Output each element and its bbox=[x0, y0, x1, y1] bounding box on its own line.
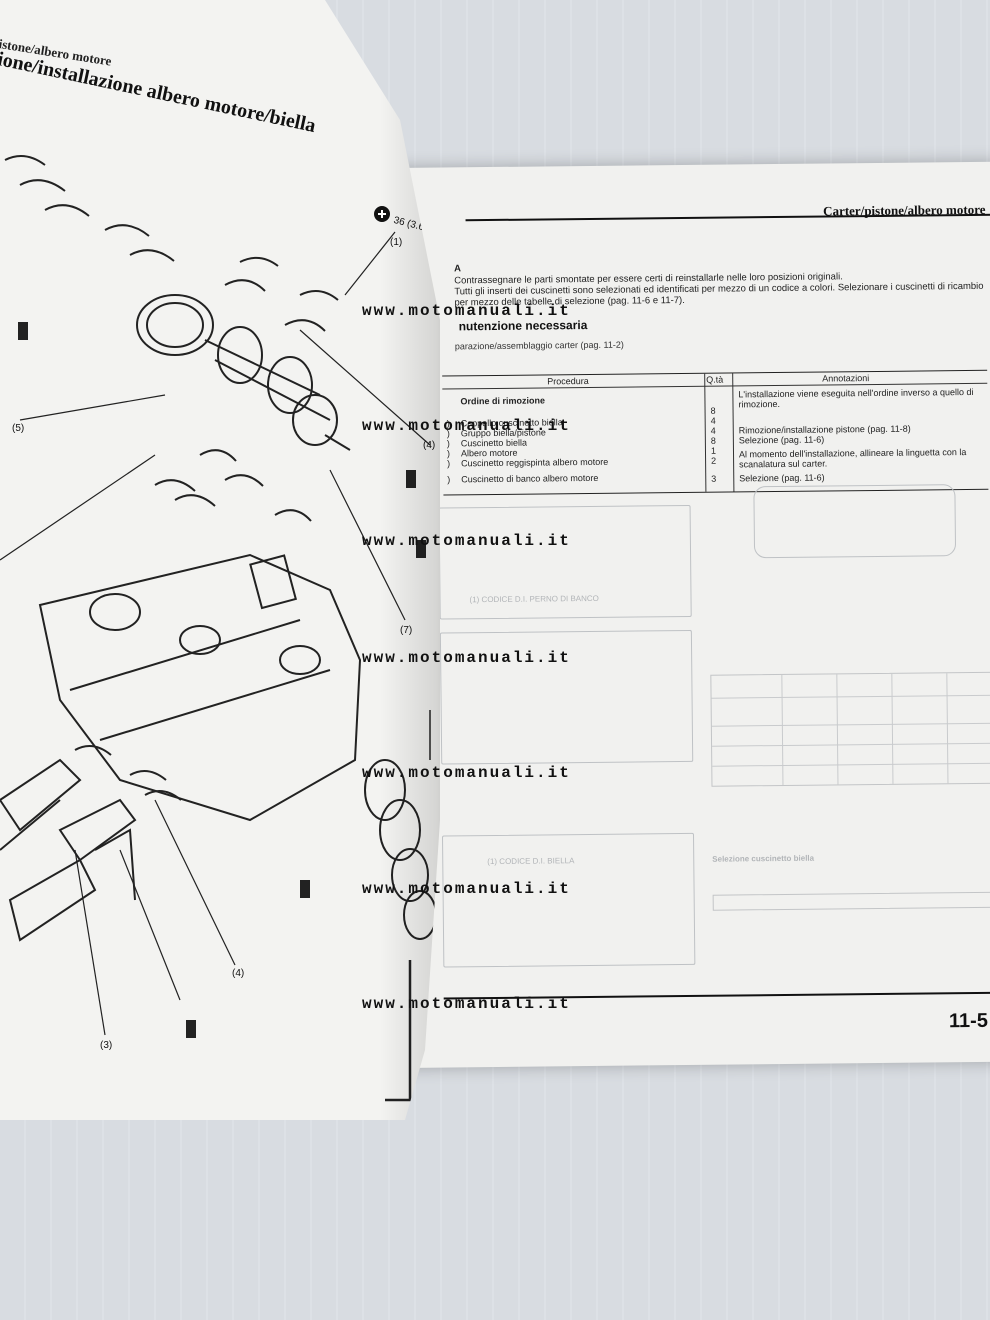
exploded-view-drawing bbox=[0, 155, 437, 1102]
ghost-caption: (1) CODICE D.I. BIELLA bbox=[487, 856, 575, 867]
piston bbox=[379, 799, 421, 861]
callout-label: (4) bbox=[232, 968, 245, 979]
watermark: www.motomanuali.it bbox=[362, 880, 571, 898]
watermark: www.motomanuali.it bbox=[362, 649, 571, 667]
table-row: Cuscinetto reggispinta albero motore bbox=[461, 456, 609, 469]
right-page: Carter/pistone/albero motore A Contrasse… bbox=[395, 161, 990, 1068]
bearing-shell bbox=[174, 494, 216, 507]
bearing-shell bbox=[74, 745, 112, 756]
bearing-shell bbox=[104, 224, 150, 237]
callout-label: (1) bbox=[390, 237, 403, 248]
row-qty: 3 bbox=[711, 473, 717, 484]
oil-mark-icon bbox=[186, 1020, 196, 1038]
col-header-qty: Q.tà bbox=[706, 374, 724, 385]
ghost-heading: Selezione cuscinetto biella bbox=[712, 853, 815, 864]
faded-figure-box bbox=[441, 832, 696, 968]
connecting-rod bbox=[8, 858, 97, 942]
callout-label: (7) bbox=[400, 625, 413, 636]
crank-gear bbox=[136, 294, 214, 356]
bearing-shell bbox=[19, 179, 66, 192]
oil-mark-icon bbox=[416, 540, 426, 558]
group-title: Ordine di rimozione bbox=[460, 395, 546, 407]
bearing-shell bbox=[299, 290, 339, 301]
callout-label: (5) bbox=[12, 423, 25, 434]
note-cell: Selezione (pag. 11-6) bbox=[739, 472, 825, 484]
table-row: Cuscinetto biella bbox=[460, 437, 527, 449]
note-cell: Selezione (pag. 11-6) bbox=[738, 434, 825, 446]
piston bbox=[364, 759, 406, 821]
row-qty: 4 bbox=[710, 425, 716, 436]
page-number: 11-5 bbox=[948, 1009, 989, 1033]
row-qty: 8 bbox=[710, 435, 716, 446]
bearing-shell bbox=[284, 319, 326, 332]
row-qty: 8 bbox=[710, 405, 716, 416]
callout-label: (4) bbox=[423, 440, 436, 451]
row-mark: ) bbox=[447, 474, 451, 485]
connecting-rod bbox=[0, 758, 82, 832]
row-mark: ) bbox=[446, 438, 450, 449]
crankcase bbox=[38, 553, 362, 822]
table-row: Cuscinetto di banco albero motore bbox=[461, 472, 599, 485]
note-label: A bbox=[454, 263, 461, 275]
faded-shape bbox=[753, 484, 957, 559]
bearing-shell bbox=[224, 474, 264, 487]
watermark: www.motomanuali.it bbox=[362, 532, 571, 550]
bearing-shell bbox=[129, 770, 167, 781]
oil-mark-icon bbox=[18, 322, 28, 340]
watermark: www.motomanuali.it bbox=[362, 302, 571, 320]
connecting-rod bbox=[58, 798, 137, 862]
bearing-shell bbox=[4, 155, 46, 166]
row-mark: ) bbox=[446, 448, 451, 459]
bearing-shell bbox=[44, 204, 90, 217]
row-qty: 2 bbox=[711, 455, 717, 466]
section-title: nutenzione necessaria bbox=[458, 317, 588, 334]
note-cell: Al momento dell'installazione, allineare… bbox=[738, 447, 967, 470]
crankshaft-body bbox=[204, 339, 331, 421]
bearing-shell bbox=[154, 479, 196, 492]
bearing-shell bbox=[224, 279, 266, 292]
piston bbox=[403, 890, 437, 940]
left-page: istone/albero motore ione/installazione … bbox=[0, 0, 440, 1120]
crank-end-gear bbox=[292, 394, 338, 446]
oil-mark-icon bbox=[406, 470, 416, 488]
row-qty: 1 bbox=[710, 445, 717, 456]
bearing-shell bbox=[129, 249, 175, 262]
table-row: Albero motore bbox=[460, 447, 518, 459]
col-header-procedura: Procedura bbox=[547, 375, 589, 387]
bearing-shell bbox=[144, 790, 182, 801]
row-mark: ) bbox=[447, 458, 451, 469]
faded-note-row bbox=[712, 891, 990, 911]
note-cell: L'installazione viene eseguita nell'ordi… bbox=[738, 386, 974, 410]
watermark: www.motomanuali.it bbox=[362, 995, 571, 1013]
callout-label: (3) bbox=[100, 1040, 113, 1051]
watermark: www.motomanuali.it bbox=[362, 417, 571, 435]
bearing-shell bbox=[199, 449, 237, 462]
ghost-caption: (1) CODICE D.I. PERNO DI BANCO bbox=[469, 593, 599, 605]
section-sub: parazione/assemblaggio carter (pag. 11-2… bbox=[454, 339, 624, 352]
row-qty: 4 bbox=[710, 415, 716, 426]
faded-selection-table bbox=[710, 671, 990, 787]
torque-wrench-icon bbox=[374, 206, 390, 222]
oil-mark-icon bbox=[300, 880, 310, 898]
bearing-shell bbox=[239, 256, 279, 267]
right-page-header: Carter/pistone/albero motore bbox=[823, 201, 986, 219]
bearing-shell bbox=[274, 509, 312, 522]
watermark: www.motomanuali.it bbox=[362, 764, 571, 782]
piston bbox=[391, 848, 429, 902]
col-header-annotazioni: Annotazioni bbox=[822, 373, 870, 384]
